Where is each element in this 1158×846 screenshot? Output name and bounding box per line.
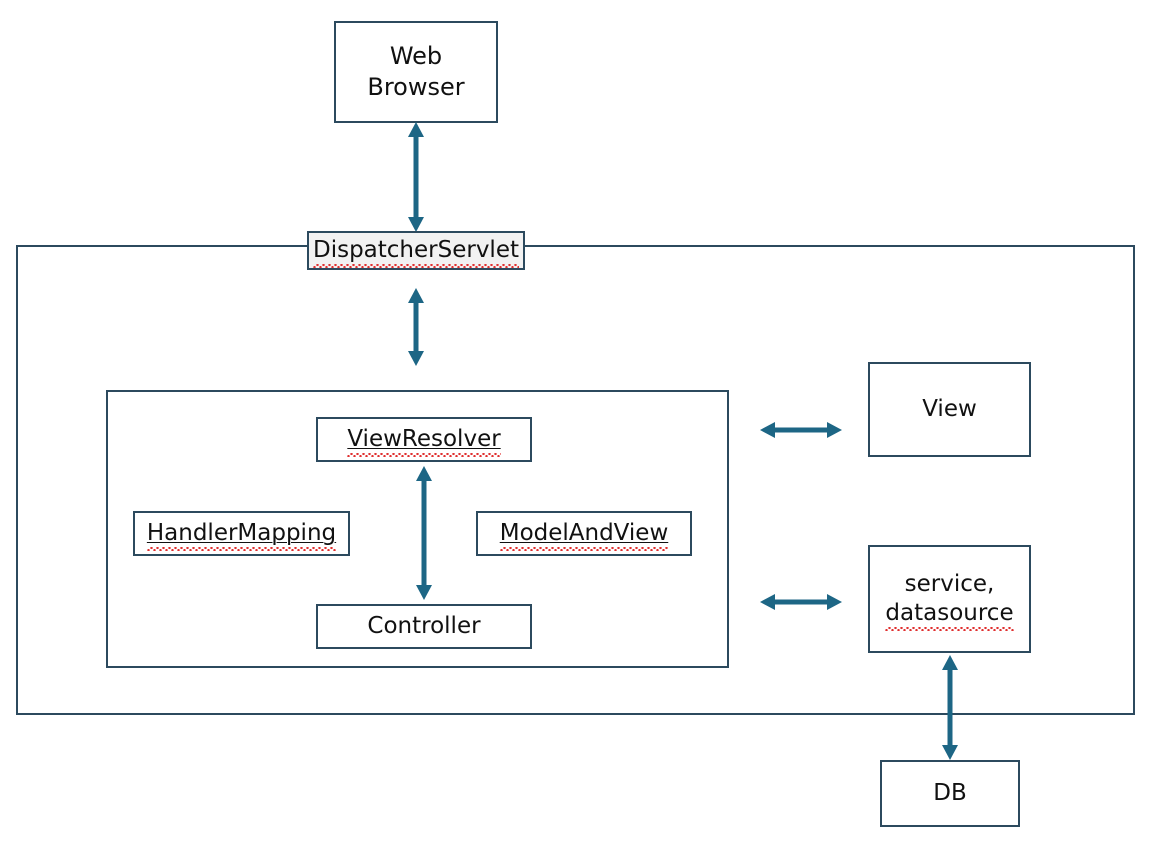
node-view[interactable]: View [868,362,1031,457]
node-view-resolver[interactable]: ViewResolver [316,417,532,462]
connector-inner-to-view-arrow [760,419,842,441]
node-web-browser[interactable]: Web Browser [334,21,498,123]
node-service-datasource[interactable]: service, datasource [868,545,1031,653]
node-view-label: View [922,395,977,422]
connector-inner-to-service-arrow [760,591,842,613]
node-db[interactable]: DB [880,760,1020,827]
node-view-resolver-label: ViewResolver [347,425,502,458]
node-db-label: DB [933,779,967,806]
inner-container-boundary [106,390,729,668]
node-model-and-view[interactable]: ModelAndView [476,511,692,556]
node-service-datasource-label-line2: datasource [885,599,1014,632]
node-controller[interactable]: Controller [316,604,532,649]
node-handler-mapping-label: HandlerMapping [146,519,337,552]
node-model-and-view-label: ModelAndView [499,519,668,552]
node-service-datasource-label-line1: service, [904,570,995,597]
node-dispatcher-servlet[interactable]: DispatcherServlet [307,231,525,270]
outer-container-boundary [16,245,1135,715]
connector-service-to-db-arrow [939,655,961,760]
node-dispatcher-servlet-label: DispatcherServlet [312,236,520,269]
connector-dispatcher-to-viewresolver-arrow [405,288,427,366]
connector-browser-to-dispatcher-arrow [405,122,427,232]
node-controller-label: Controller [367,612,481,639]
node-web-browser-label: Web Browser [367,42,465,101]
node-handler-mapping[interactable]: HandlerMapping [133,511,350,556]
connector-viewresolver-to-controller-arrow [413,466,435,600]
